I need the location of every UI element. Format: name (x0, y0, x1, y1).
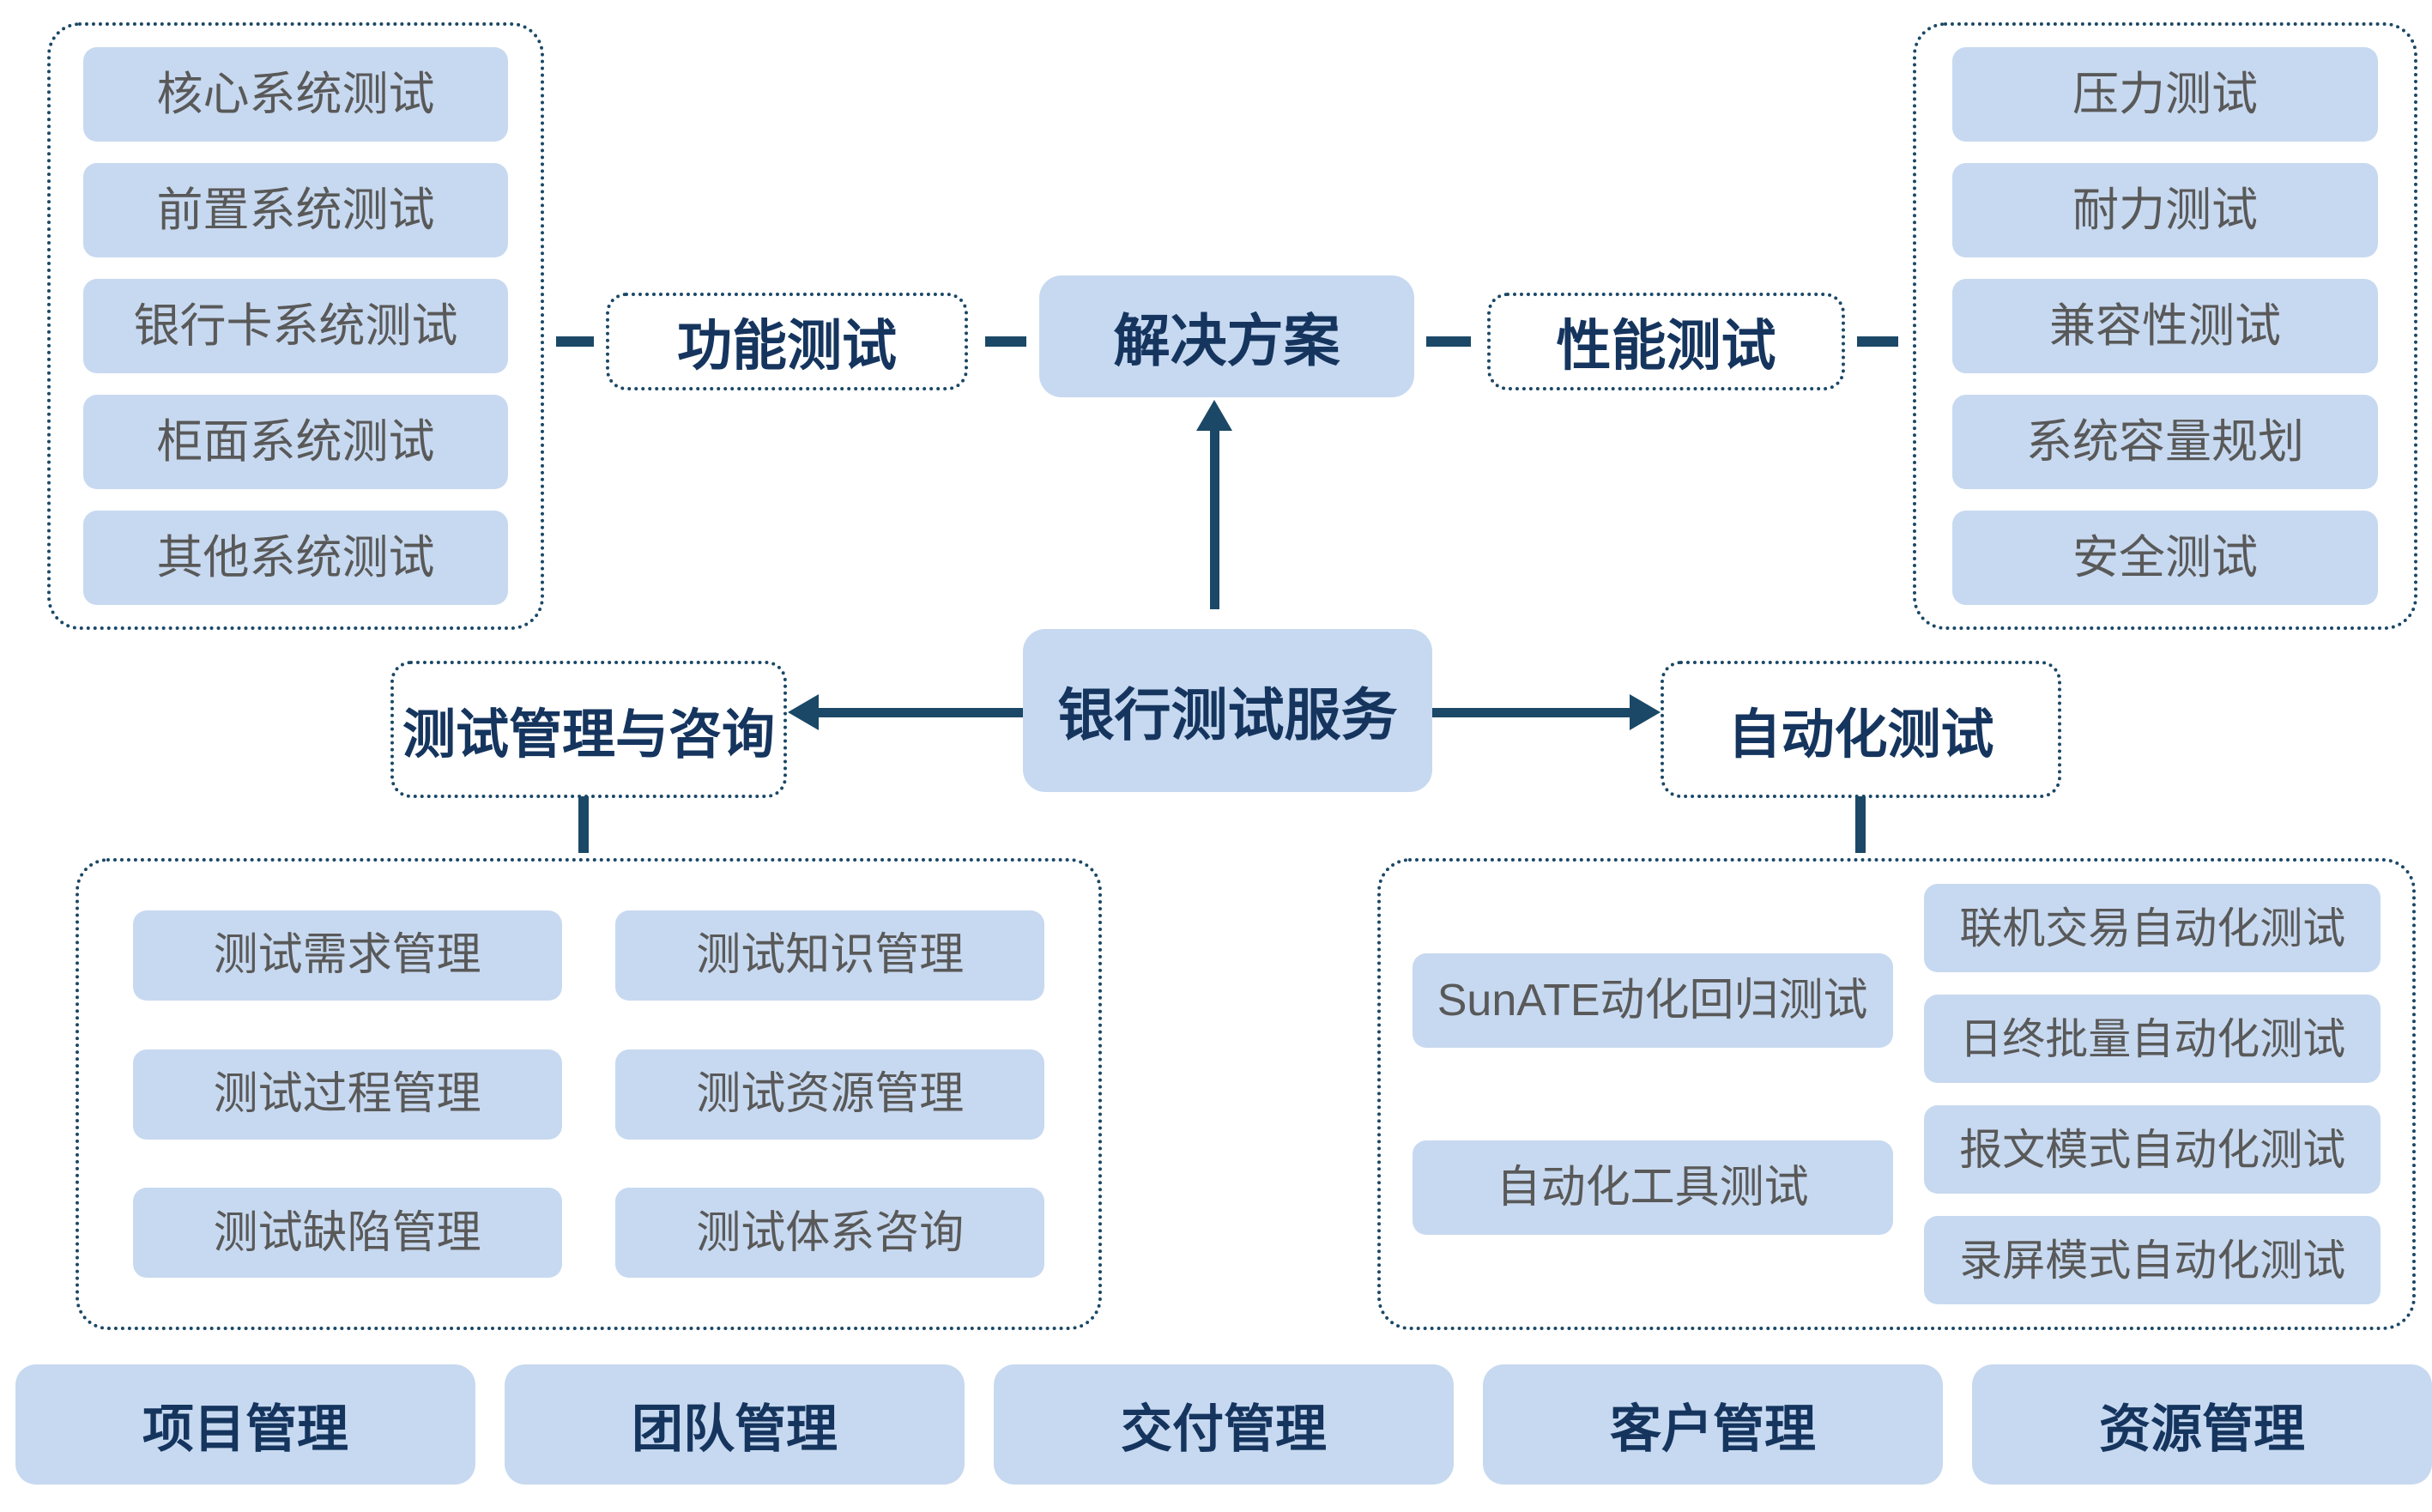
item-automation-tool-testing: 自动化工具测试 (1412, 1140, 1893, 1235)
node-functional-testing: 功能测试 (606, 293, 968, 390)
item-test-defect-management: 测试缺陷管理 (132, 1188, 562, 1279)
item-counter-system-testing: 柜面系统测试 (83, 395, 508, 489)
right-arrow-head (1630, 694, 1661, 730)
footer-delivery-management: 交付管理 (994, 1364, 1454, 1485)
management-column-1: 测试需求管理 测试过程管理 测试缺陷管理 (132, 862, 562, 1327)
item-bank-card-system-testing: 银行卡系统测试 (83, 279, 508, 373)
node-performance-testing: 性能测试 (1487, 293, 1845, 390)
functional-testing-panel: 核心系统测试 前置系统测试 银行卡系统测试 柜面系统测试 其他系统测试 (47, 22, 544, 630)
management-column-2: 测试知识管理 测试资源管理 测试体系咨询 (615, 862, 1045, 1327)
footer-management-row: 项目管理 团队管理 交付管理 客户管理 资源管理 (15, 1364, 2432, 1485)
automation-column-1: SunATE动化回归测试 自动化工具测试 (1412, 862, 1893, 1327)
management-connector-stub (578, 796, 589, 853)
left-arrow-shaft (815, 708, 1023, 717)
item-online-transaction-automation-testing: 联机交易自动化测试 (1924, 884, 2381, 972)
up-arrow-shaft (1210, 427, 1219, 609)
management-consulting-panel: 测试需求管理 测试过程管理 测试缺陷管理 测试知识管理 测试资源管理 测试体系咨… (76, 858, 1102, 1330)
item-endurance-testing: 耐力测试 (1952, 163, 2378, 257)
automation-column-2: 联机交易自动化测试 日终批量自动化测试 报文模式自动化测试 录屏模式自动化测试 (1924, 862, 2381, 1327)
item-test-knowledge-management: 测试知识管理 (615, 910, 1045, 1001)
item-compatibility-testing: 兼容性测试 (1952, 279, 2378, 373)
item-test-resource-management: 测试资源管理 (615, 1049, 1045, 1140)
up-arrow-head (1196, 400, 1232, 431)
item-core-system-testing: 核心系统测试 (83, 47, 508, 142)
left-arrow-head (788, 694, 819, 730)
item-sunate-regression-testing: SunATE动化回归测试 (1412, 953, 1893, 1049)
item-message-mode-automation-testing: 报文模式自动化测试 (1924, 1105, 2381, 1194)
footer-project-management: 项目管理 (15, 1364, 475, 1485)
item-screen-record-mode-automation-testing: 录屏模式自动化测试 (1924, 1216, 2381, 1304)
right-arrow-shaft (1432, 708, 1631, 717)
footer-customer-management: 客户管理 (1483, 1364, 1943, 1485)
dash-connector-performance-panel (1857, 336, 1898, 347)
node-test-management-consulting: 测试管理与咨询 (390, 661, 787, 798)
node-automation-testing: 自动化测试 (1661, 661, 2061, 798)
item-test-process-management: 测试过程管理 (132, 1049, 562, 1140)
dash-connector-functional-solution (985, 336, 1026, 347)
footer-resource-management: 资源管理 (1972, 1364, 2432, 1485)
node-solution: 解决方案 (1039, 275, 1414, 397)
item-stress-testing: 压力测试 (1952, 47, 2378, 142)
dash-connector-panel-functional (556, 336, 594, 347)
item-test-requirement-management: 测试需求管理 (132, 910, 562, 1001)
item-other-system-testing: 其他系统测试 (83, 511, 508, 605)
node-bank-testing-service: 银行测试服务 (1023, 629, 1432, 792)
item-eod-batch-automation-testing: 日终批量自动化测试 (1924, 995, 2381, 1083)
item-test-system-consulting: 测试体系咨询 (615, 1188, 1045, 1279)
item-system-capacity-planning: 系统容量规划 (1952, 395, 2378, 489)
performance-testing-panel: 压力测试 耐力测试 兼容性测试 系统容量规划 安全测试 (1913, 22, 2417, 630)
footer-team-management: 团队管理 (505, 1364, 965, 1485)
automation-testing-panel: SunATE动化回归测试 自动化工具测试 联机交易自动化测试 日终批量自动化测试… (1377, 858, 2416, 1330)
item-front-system-testing: 前置系统测试 (83, 163, 508, 257)
dash-connector-solution-performance (1426, 336, 1471, 347)
item-security-testing: 安全测试 (1952, 511, 2378, 605)
automation-connector-stub (1855, 796, 1866, 853)
